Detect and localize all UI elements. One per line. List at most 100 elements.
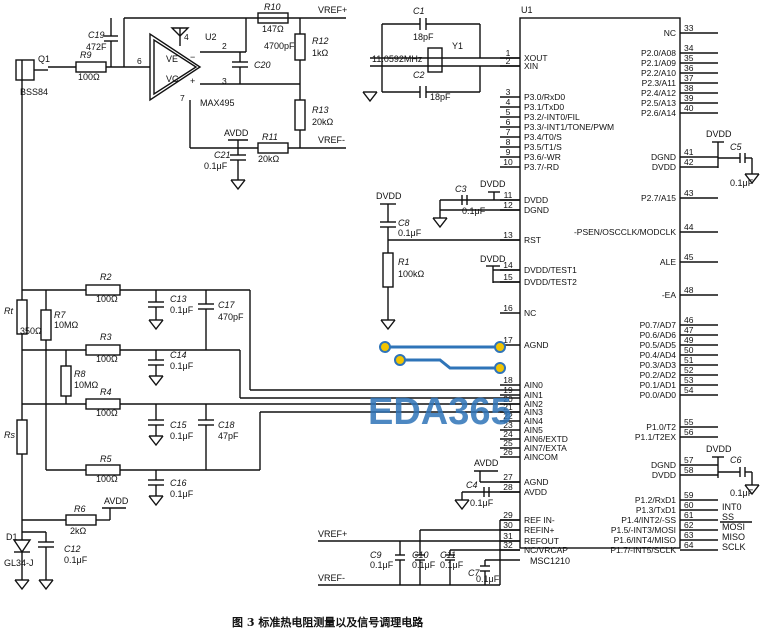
pin-number: 45	[684, 252, 694, 262]
pin-number: 48	[684, 285, 694, 295]
svg-text:7: 7	[180, 93, 185, 103]
chip-pin-right: 44-PSEN/OSCCLK/MODCLK	[574, 222, 718, 237]
pin-number: 41	[684, 147, 694, 157]
c20-val: 4700pF	[264, 41, 295, 51]
c7-val: 0.1μF	[476, 574, 500, 584]
r3-val: 100Ω	[96, 354, 118, 364]
q1-part: BSS84	[20, 87, 48, 97]
svg-text:2: 2	[222, 41, 227, 51]
pin-name: AVDD	[524, 487, 547, 497]
c15-ref: C15	[170, 420, 188, 430]
pin-number: 42	[684, 157, 694, 167]
net-label-int0: INT0	[722, 502, 742, 512]
pin-name: P0.4/AD4	[640, 350, 677, 360]
c17-ref: C17	[218, 300, 236, 310]
pin-number: 9	[506, 147, 511, 157]
pin-name: AIN2	[524, 399, 543, 409]
pin-number: 5	[506, 107, 511, 117]
c15-val: 0.1μF	[170, 431, 194, 441]
pin-number: 63	[684, 530, 694, 540]
pin-name: P2.0/A08	[641, 48, 676, 58]
pin-name: DGND	[651, 152, 676, 162]
pin-name: AIN5	[524, 425, 543, 435]
pin-name: P0.5/AD5	[640, 340, 677, 350]
pin-name: NC	[664, 28, 676, 38]
pin-name: AIN3	[524, 407, 543, 417]
pin-name: AGND	[524, 340, 549, 350]
c5-ref: C5	[730, 142, 742, 152]
pin-number: 53	[684, 375, 694, 385]
c14-ref: C14	[170, 350, 187, 360]
pin-name: NC	[524, 308, 536, 318]
svg-text:+: +	[190, 76, 195, 86]
c13-val: 0.1μF	[170, 305, 194, 315]
pin-name: P2.2/A10	[641, 68, 676, 78]
c5-val: 0.1μF	[730, 178, 754, 188]
pin-number: 4	[506, 97, 511, 107]
pin-name: P2.1/A09	[641, 58, 676, 68]
pin-name: P2.7/A15	[641, 193, 676, 203]
pin-number: 35	[684, 53, 694, 63]
c6-val: 0.1μF	[730, 488, 754, 498]
pin-name: P1.6/INT4/MISO	[614, 535, 677, 545]
pin-name: P3.6/-WR	[524, 152, 561, 162]
pin-name: DVDD/TEST1	[524, 265, 577, 275]
pin-number: 50	[684, 345, 694, 355]
svg-text:6: 6	[137, 56, 142, 66]
pin-name: REFIN+	[524, 525, 555, 535]
pin-name: REFOUT	[524, 536, 559, 546]
pin-name: -PSEN/OSCCLK/MODCLK	[574, 227, 676, 237]
pin-number: 59	[684, 490, 694, 500]
pin-number: 38	[684, 83, 694, 93]
pin-number: 51	[684, 355, 694, 365]
pin-name: P2.6/A14	[641, 108, 676, 118]
pin-name: P3.5/T1/S	[524, 142, 562, 152]
pin-name: RST	[524, 235, 541, 245]
pin-number: 46	[684, 315, 694, 325]
pin-name: P3.7/-RD	[524, 162, 559, 172]
pin-number: 61	[684, 510, 694, 520]
pin-name: P1.7/-INT5/SCLK	[610, 545, 676, 555]
pin-number: 18	[503, 375, 513, 385]
vref-minus-label-bottom: VREF-	[318, 573, 345, 583]
c3-ref: C3	[455, 184, 467, 194]
pin-name: P0.6/AD6	[640, 330, 677, 340]
c8-val: 0.1μF	[398, 228, 422, 238]
c18-ref: C18	[218, 420, 235, 430]
dvdd-label-c3: DVDD	[480, 179, 506, 189]
dvdd-label-rst: DVDD	[376, 191, 402, 201]
opamp-part: MAX495	[200, 98, 235, 108]
r8-val: 10MΩ	[74, 380, 99, 390]
pin-name: REF IN-	[524, 515, 555, 525]
r10-val: 147Ω	[262, 24, 284, 34]
c21-val: 0.1μF	[204, 161, 228, 171]
pin-number: 27	[503, 472, 513, 482]
svg-text:4: 4	[184, 32, 189, 42]
q1-transistor	[15, 59, 35, 81]
r10-ref: R10	[264, 2, 281, 12]
pin-number: 62	[684, 520, 694, 530]
r5-ref: R5	[100, 454, 112, 464]
d1-diode	[12, 539, 32, 554]
pin-name: P3.4/T0/S	[524, 132, 562, 142]
pin-number: 25	[503, 438, 513, 448]
crystal-freq: 11.0592MHz	[372, 54, 423, 64]
pin-number: 34	[684, 43, 694, 53]
pin-name: XOUT	[524, 53, 548, 63]
